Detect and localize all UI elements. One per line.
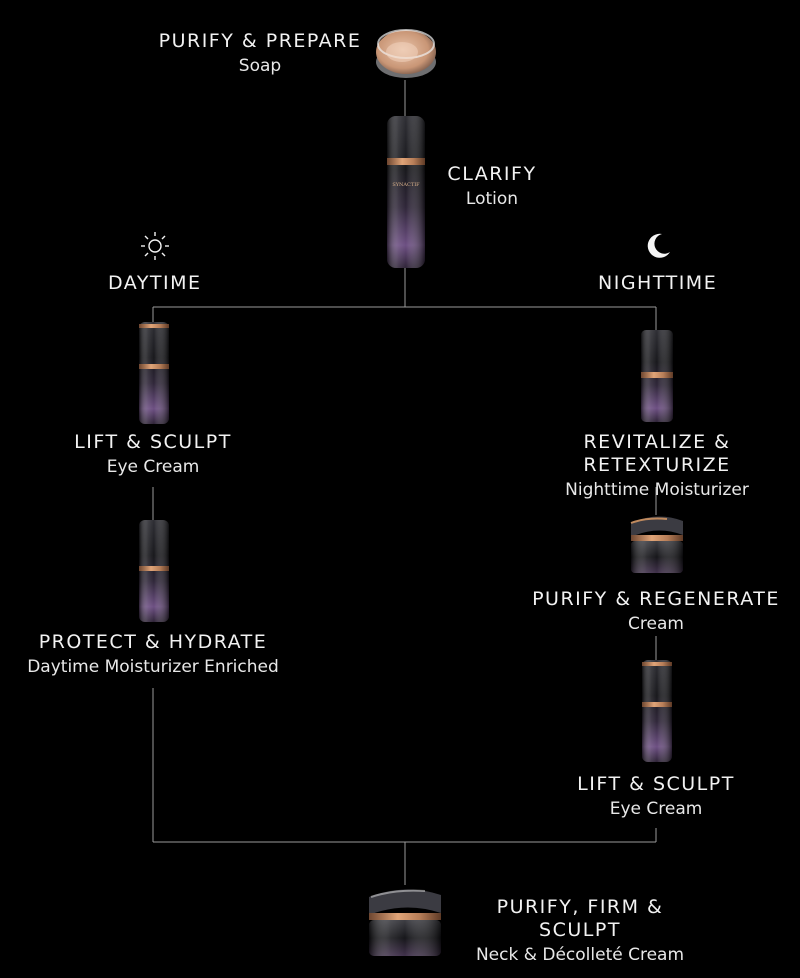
step-day-moisturizer-title: PROTECT & HYDRATE [38, 631, 268, 653]
step-neck-label: PURIFY, FIRM & SCULPT Neck & Décolleté C… [452, 896, 708, 965]
step-night-moisturizer-label: REVITALIZE & RETEXTURIZE Nighttime Moist… [512, 431, 800, 500]
step-soap-subtitle: Soap [238, 55, 282, 76]
step-night-eye-label: LIFT & SCULPT Eye Cream [556, 773, 756, 819]
night-moisturizer-image [641, 330, 673, 422]
step-night-cream-title: PURIFY & REGENERATE [532, 588, 780, 610]
night-eye-cream-image [642, 660, 672, 762]
step-neck-subtitle: Neck & Décolleté Cream [475, 944, 685, 965]
day-moisturizer-image [139, 520, 169, 622]
nighttime-heading: NIGHTTIME [598, 272, 718, 294]
neck-cream-jar-image [369, 889, 441, 956]
step-lotion-label: CLARIFY Lotion [437, 163, 547, 209]
step-neck-title: PURIFY, FIRM & SCULPT [496, 896, 664, 941]
lotion-brand-text: SYNACTIF [392, 182, 420, 188]
night-cream-jar-image [630, 516, 683, 573]
daytime-heading: DAYTIME [108, 272, 202, 294]
day-eye-cream-image [139, 322, 169, 424]
crescent-moon-icon [647, 233, 670, 258]
step-night-moisturizer-title: REVITALIZE & RETEXTURIZE [583, 431, 731, 476]
step-soap-title: PURIFY & PREPARE [158, 30, 362, 52]
step-day-eye-title: LIFT & SCULPT [74, 431, 232, 453]
sun-icon [141, 232, 169, 260]
step-night-cream-subtitle: Cream [628, 613, 684, 634]
step-day-moisturizer-subtitle: Daytime Moisturizer Enriched [27, 656, 279, 677]
soap-product-image [376, 29, 436, 78]
step-night-moisturizer-subtitle: Nighttime Moisturizer [565, 479, 749, 500]
step-night-cream-label: PURIFY & REGENERATE Cream [530, 588, 782, 634]
step-soap-label: PURIFY & PREPARE Soap [150, 30, 370, 76]
step-night-eye-title: LIFT & SCULPT [577, 773, 735, 795]
step-day-moisturizer-label: PROTECT & HYDRATE Daytime Moisturizer En… [10, 631, 296, 677]
step-lotion-subtitle: Lotion [465, 188, 519, 209]
step-day-eye-subtitle: Eye Cream [106, 456, 200, 477]
step-day-eye-label: LIFT & SCULPT Eye Cream [53, 431, 253, 477]
step-lotion-title: CLARIFY [447, 163, 537, 185]
step-night-eye-subtitle: Eye Cream [609, 798, 703, 819]
lotion-product-image: SYNACTIF [387, 116, 425, 268]
